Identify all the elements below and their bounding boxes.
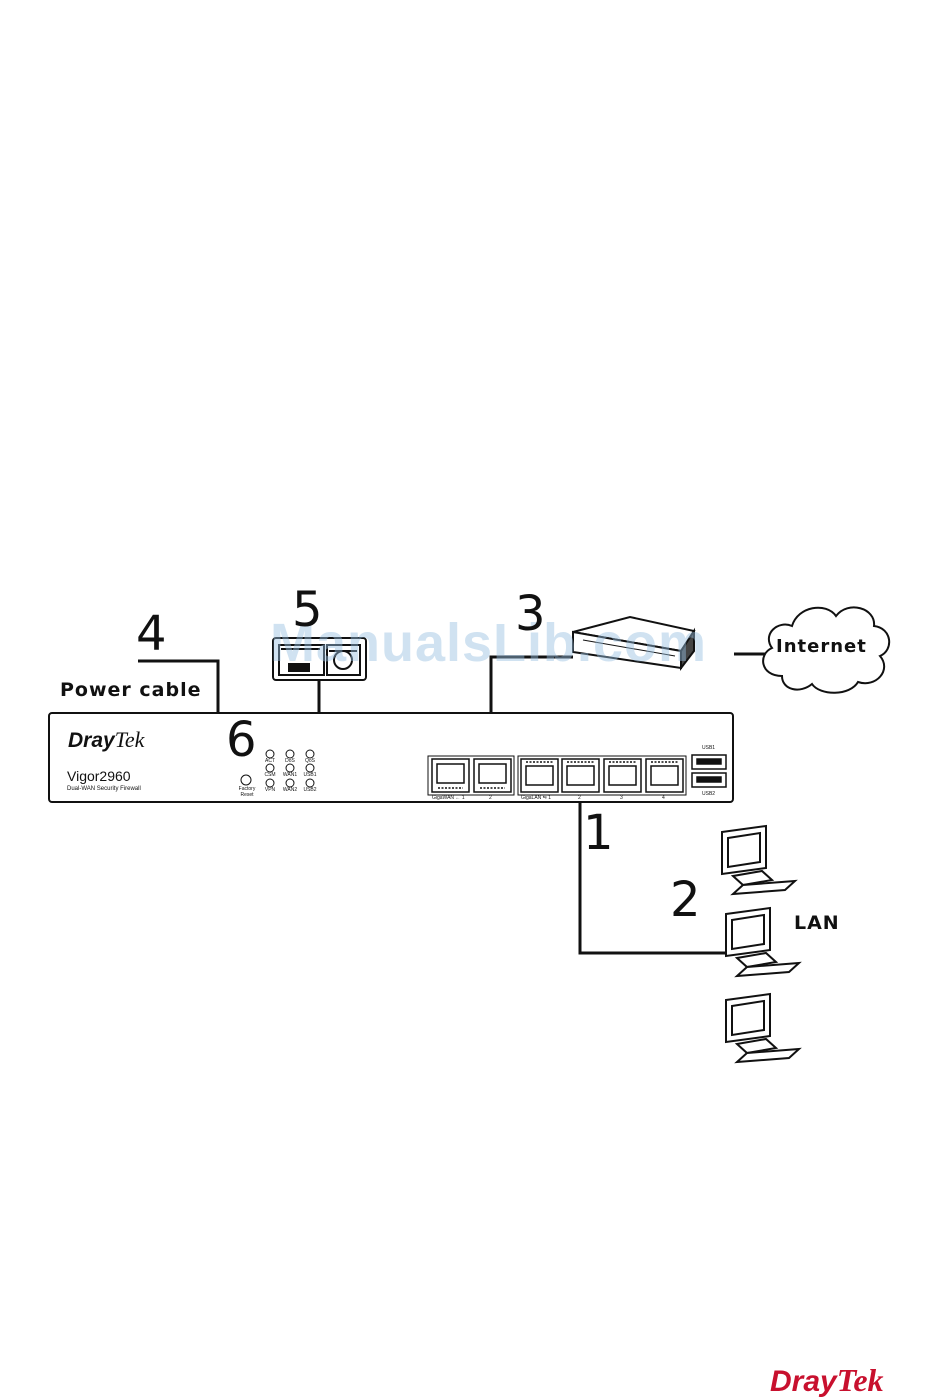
- lan-port-4: [646, 759, 683, 792]
- router-brand-dray: Dray: [68, 729, 115, 752]
- led-label-csm: CSM: [262, 772, 278, 778]
- led-label-usb1: USB1: [302, 772, 318, 778]
- led-act: [266, 750, 274, 758]
- factory-reset-label-line2: Reset: [234, 792, 260, 798]
- power-cable-label: Power cable: [60, 679, 202, 701]
- step-number-3: 3: [515, 590, 546, 638]
- footer-logo-tek: Tek: [837, 1362, 884, 1398]
- led-label-usb2: USB2: [302, 787, 318, 793]
- wan-port-2: [474, 759, 511, 792]
- led-label-vpn: VPN: [262, 787, 278, 793]
- wan-port-label-1: GigaWAN ← 1: [432, 795, 465, 801]
- step-number-5: 5: [292, 586, 323, 634]
- draytek-footer-logo: DrayTek: [770, 1362, 884, 1399]
- step-number-4: 4: [136, 610, 167, 658]
- led-label-qos: QoS: [302, 758, 318, 764]
- wan-port-label-2: 2: [489, 795, 492, 801]
- led-wan2: [286, 779, 294, 787]
- router-brand-tek: Tek: [115, 727, 145, 752]
- lan-port-label-4: 4: [662, 795, 665, 801]
- factory-reset-button: [241, 775, 251, 785]
- router-model: Vigor2960: [67, 768, 131, 784]
- led-label-wan1: WAN1: [282, 772, 298, 778]
- led-usb1: [306, 764, 314, 772]
- led-label-wan2: WAN2: [282, 787, 298, 793]
- router-brand-logo: DrayTek: [68, 727, 144, 753]
- usb-label-1: USB1: [702, 745, 715, 751]
- lan-port-label-1: GigaLAN ⇋ 1: [521, 795, 551, 801]
- lan-label: LAN: [794, 912, 840, 934]
- factory-reset-label: Factory Reset: [234, 786, 260, 798]
- lan-port-label-3: 3: [620, 795, 623, 801]
- lan-port-1: [521, 759, 558, 792]
- led-csm: [266, 764, 274, 772]
- lan-port-2: [562, 759, 599, 792]
- lan-computer-1: [722, 826, 795, 894]
- led-wan1: [286, 764, 294, 772]
- modem-device: [573, 617, 694, 668]
- router-subtitle: Dual-WAN Security Firewall: [67, 786, 141, 792]
- internet-label: Internet: [776, 636, 867, 657]
- step-number-2: 2: [670, 876, 701, 924]
- lan-computer-2: [726, 908, 799, 976]
- step-number-6: 6: [226, 716, 257, 764]
- led-label-dos: DoS: [282, 758, 298, 764]
- lan-computer-3: [726, 994, 799, 1062]
- footer-logo-dray: Dray: [770, 1365, 837, 1398]
- lan-port-3: [604, 759, 641, 792]
- power-adapter: [273, 638, 366, 680]
- step-number-1: 1: [583, 809, 614, 857]
- led-label-act: ACT: [262, 758, 278, 764]
- usb-label-2: USB2: [702, 791, 715, 797]
- led-qos: [306, 750, 314, 758]
- led-dos: [286, 750, 294, 758]
- led-usb2: [306, 779, 314, 787]
- wan-port-1: [432, 759, 469, 792]
- led-vpn: [266, 779, 274, 787]
- lan-port-label-2: 2: [578, 795, 581, 801]
